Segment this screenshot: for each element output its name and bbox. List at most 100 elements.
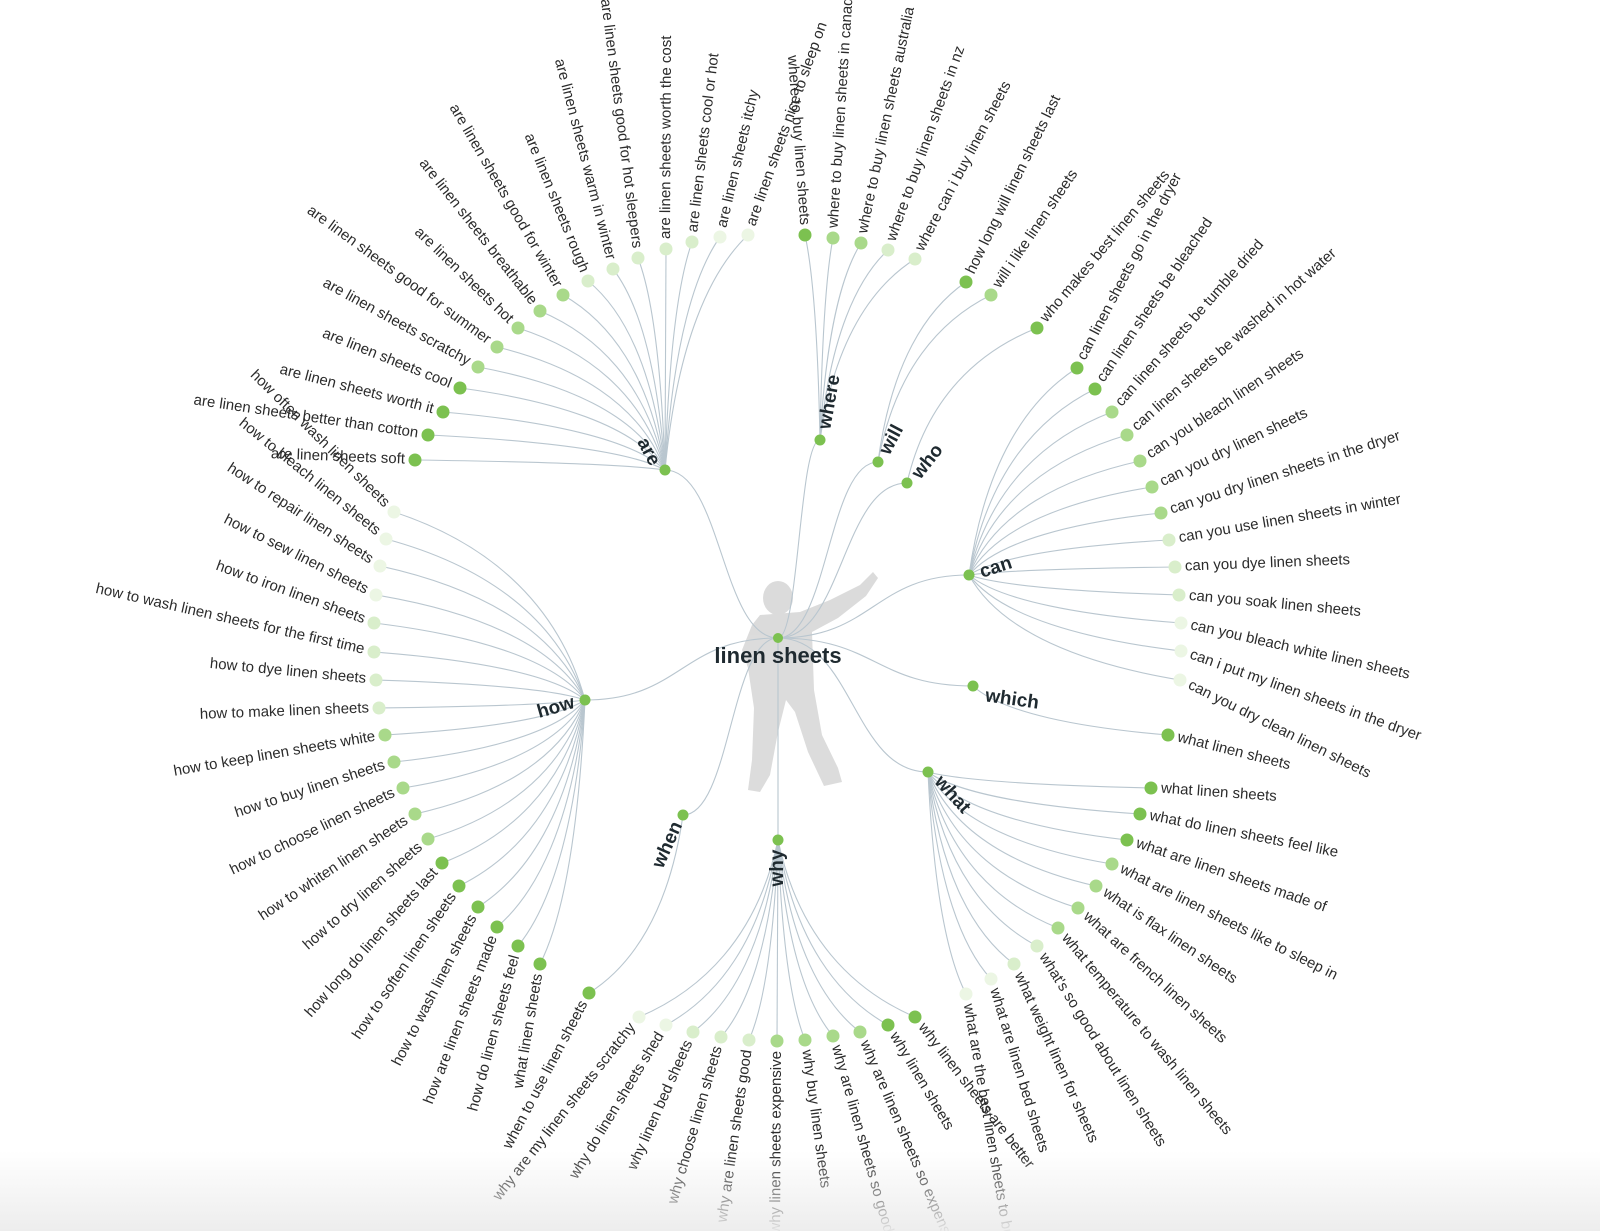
leaf-node[interactable] [387, 505, 401, 519]
leaf-node[interactable] [435, 856, 449, 870]
leaf-node[interactable] [908, 252, 922, 266]
leaf-node[interactable] [511, 321, 525, 335]
leaf-node[interactable] [408, 807, 422, 821]
leaf-node[interactable] [826, 1029, 840, 1043]
leaf-node[interactable] [1089, 879, 1103, 893]
leaf-node[interactable] [908, 1010, 922, 1024]
leaf-node[interactable] [686, 1025, 700, 1039]
leaf-node[interactable] [369, 673, 383, 687]
leaf-node[interactable] [582, 986, 596, 1000]
leaf-node[interactable] [1105, 405, 1119, 419]
leaf-node[interactable] [436, 405, 450, 419]
leaf-node[interactable] [1105, 857, 1119, 871]
branch-node-who[interactable] [901, 477, 913, 489]
leaf-node[interactable] [1173, 673, 1187, 687]
leaf-node[interactable] [853, 1025, 867, 1039]
branch-node-where[interactable] [814, 434, 826, 446]
leaf-node[interactable] [854, 236, 868, 250]
leaf-node[interactable] [606, 262, 620, 276]
leaf-node[interactable] [1172, 588, 1186, 602]
leaf-node[interactable] [713, 230, 727, 244]
branch-node-why[interactable] [772, 834, 784, 846]
leaf-node[interactable] [770, 1034, 784, 1048]
leaf-node[interactable] [453, 381, 467, 395]
leaf-node[interactable] [1133, 454, 1147, 468]
leaf-node[interactable] [1070, 361, 1084, 375]
leaf-node[interactable] [490, 340, 504, 354]
leaf-label[interactable]: are linen sheets soft [271, 445, 407, 467]
leaf-node[interactable] [1030, 939, 1044, 953]
leaf-node[interactable] [452, 879, 466, 893]
branch-node-will[interactable] [872, 456, 884, 468]
leaf-node[interactable] [1088, 382, 1102, 396]
leaf-node[interactable] [1133, 807, 1147, 821]
branch-node-what[interactable] [922, 766, 934, 778]
leaf-node[interactable] [659, 1018, 673, 1032]
leaf-node[interactable] [685, 235, 699, 249]
leaf-node[interactable] [798, 1033, 812, 1047]
leaf-node[interactable] [959, 275, 973, 289]
leaf-node[interactable] [396, 781, 410, 795]
leaf-label[interactable]: are linen sheets nice to sleep on [743, 20, 831, 228]
leaf-label[interactable]: how to dye linen sheets [209, 655, 367, 687]
leaf-node[interactable] [378, 728, 392, 742]
leaf-node[interactable] [490, 920, 504, 934]
leaf-node[interactable] [798, 228, 812, 242]
leaf-node[interactable] [1145, 480, 1159, 494]
leaf-node[interactable] [959, 987, 973, 1001]
leaf-node[interactable] [421, 832, 435, 846]
leaf-node[interactable] [556, 288, 570, 302]
leaf-node[interactable] [1174, 644, 1188, 658]
branch-node-can[interactable] [963, 569, 975, 581]
leaf-node[interactable] [511, 939, 525, 953]
leaf-label[interactable]: can you soak linen sheets [1188, 587, 1361, 620]
leaf-node[interactable] [1051, 921, 1065, 935]
root-node[interactable] [773, 633, 783, 643]
leaf-node[interactable] [1168, 560, 1182, 574]
leaf-node[interactable] [1144, 781, 1158, 795]
leaf-node[interactable] [741, 228, 755, 242]
leaf-node[interactable] [1120, 833, 1134, 847]
leaf-node[interactable] [1161, 728, 1175, 742]
leaf-node[interactable] [421, 428, 435, 442]
leaf-node[interactable] [659, 242, 673, 256]
leaf-node[interactable] [367, 616, 381, 630]
leaf-node[interactable] [1120, 428, 1134, 442]
leaf-node[interactable] [984, 288, 998, 302]
branch-node-which[interactable] [967, 680, 979, 692]
leaf-node[interactable] [1162, 533, 1176, 547]
leaf-node[interactable] [471, 900, 485, 914]
leaf-node[interactable] [984, 972, 998, 986]
leaf-node[interactable] [881, 243, 895, 257]
leaf-node[interactable] [581, 274, 595, 288]
leaf-node[interactable] [1174, 616, 1188, 630]
leaf-node[interactable] [408, 453, 422, 467]
leaf-node[interactable] [471, 360, 485, 374]
leaf-node[interactable] [742, 1033, 756, 1047]
leaf-node[interactable] [1071, 901, 1085, 915]
leaf-node[interactable] [379, 532, 393, 546]
leaf-label[interactable]: how to wash linen sheets for the first t… [94, 580, 366, 658]
leaf-node[interactable] [1030, 321, 1044, 335]
leaf-node[interactable] [372, 701, 386, 715]
leaf-node[interactable] [631, 251, 645, 265]
leaf-node[interactable] [533, 304, 547, 318]
leaf-node[interactable] [373, 559, 387, 573]
leaf-label[interactable]: are linen sheets cool or hot [684, 51, 722, 233]
leaf-node[interactable] [714, 1030, 728, 1044]
branch-node-how[interactable] [579, 694, 591, 706]
leaf-label[interactable]: how to make linen sheets [200, 699, 370, 722]
leaf-node[interactable] [632, 1010, 646, 1024]
leaf-node[interactable] [533, 957, 547, 971]
branch-node-are[interactable] [659, 464, 671, 476]
leaf-label[interactable]: are linen sheets worth the cost [657, 35, 675, 239]
leaf-node[interactable] [367, 645, 381, 659]
leaf-node[interactable] [881, 1018, 895, 1032]
leaf-node[interactable] [387, 755, 401, 769]
leaf-label[interactable]: can you dye linen sheets [1185, 551, 1351, 574]
leaf-node[interactable] [1007, 957, 1021, 971]
leaf-node[interactable] [369, 588, 383, 602]
leaf-node[interactable] [1154, 506, 1168, 520]
leaf-label[interactable]: what linen sheets [1159, 780, 1277, 805]
branch-node-when[interactable] [677, 809, 689, 821]
